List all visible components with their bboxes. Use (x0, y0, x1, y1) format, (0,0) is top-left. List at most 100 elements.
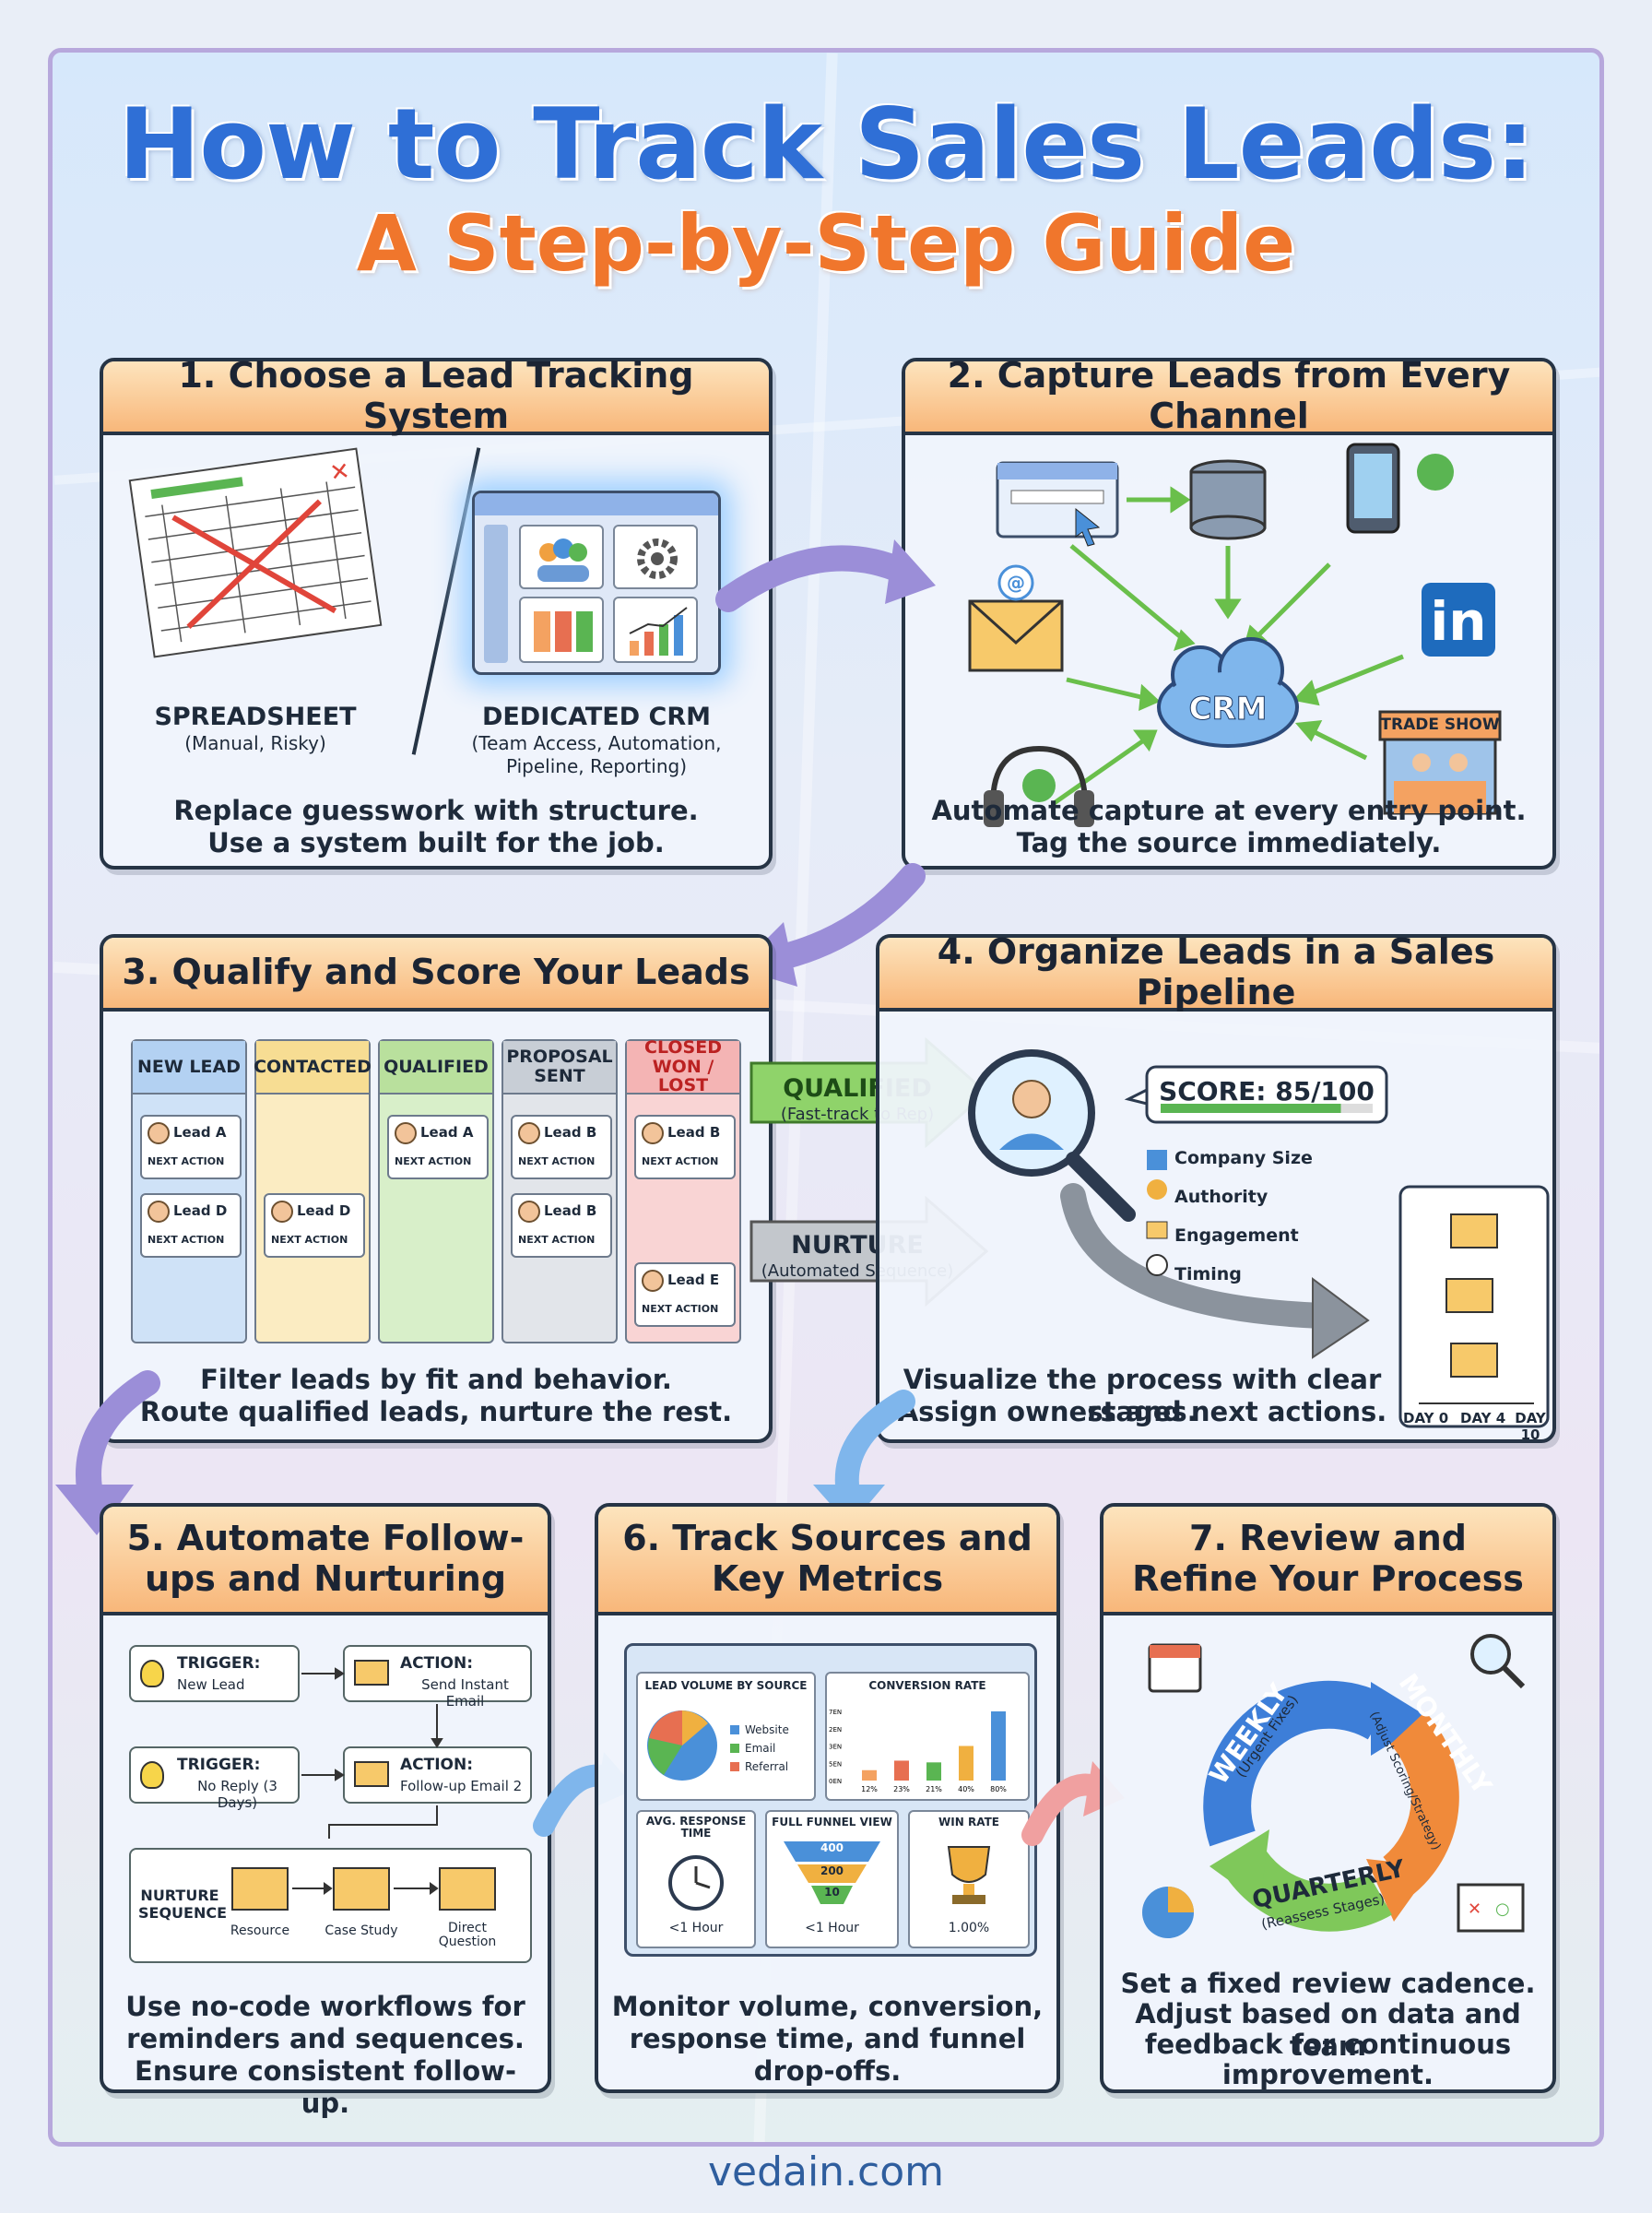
step1-card: 1. Choose a Lead Tracking System ✕ SPREA… (100, 355, 773, 870)
day-4: DAY 4 (1460, 1410, 1506, 1426)
conv-bar (991, 1711, 1006, 1781)
lead-volume-title: LEAD VOLUME BY SOURCE (644, 1679, 808, 1692)
cloud-crm-icon (1157, 637, 1299, 748)
workflow-connectors (301, 1667, 443, 1839)
conv-y-tick: 7EN (829, 1709, 842, 1716)
strategy-board-icon: ✕○ (1457, 1883, 1525, 1933)
criteria-timing: Timing (1174, 1264, 1242, 1284)
crm-sublabel: (Team Access, Automation, Pipeline, Repo… (471, 732, 722, 777)
step1-caption-2: Use a system built for the job. (207, 827, 665, 858)
step7-caption-1: Set a fixed review cadence. (1120, 1968, 1536, 1999)
conv-y-tick: 0EN (829, 1778, 842, 1785)
step4-caption-1: Visualize the process with clear stages. (903, 1364, 1382, 1427)
step6-card: 6. Track Sources and Key Metrics LEAD VO… (595, 1503, 1060, 2093)
column-header: CLOSED WON / LOST (627, 1037, 739, 1095)
svg-text:@: @ (1007, 572, 1025, 594)
conv-bar (926, 1762, 941, 1781)
step4-card: 4. Organize Leads in a Sales Pipeline SC… (876, 931, 1556, 1443)
day-10: DAY 10 (1515, 1410, 1546, 1443)
clock-icon (668, 1855, 724, 1911)
search-icon (1470, 1634, 1526, 1689)
score-diagram (968, 1049, 1550, 1428)
action-follow-up[interactable]: ACTION: Follow-up Email 2 (343, 1746, 532, 1804)
step2-header: 2. Capture Leads from Every Channel (905, 355, 1552, 436)
crm-label: DEDICATED CRM (481, 703, 712, 731)
gear-icon (613, 525, 698, 589)
step5-caption-1: Use no-code workflows for (125, 1991, 525, 2022)
action-instant-email[interactable]: ACTION: Send Instant Email (343, 1645, 532, 1710)
pie-icon (1142, 1887, 1194, 1938)
flow-arrow-3-5 (55, 1370, 160, 1535)
calendar-icon (1148, 1643, 1202, 1693)
trigger-no-reply[interactable]: TRIGGER: No Reply (3 Days) (129, 1746, 300, 1811)
step6-caption-1: Monitor volume, conversion, (611, 1991, 1044, 2022)
step7-header: 7. Review and Refine Your Process (1103, 1507, 1552, 1615)
step5-header: 5. Automate Follow-ups and Nurturing (103, 1507, 548, 1615)
footer-url[interactable]: vedain.com (707, 2148, 945, 2195)
step7-card: 7. Review and Refine Your Process ✕○ WEE… (1100, 1503, 1556, 2093)
step3-caption-1: Filter leads by fit and behavior. (200, 1364, 672, 1395)
conv-x-tick: 21% (926, 1785, 942, 1793)
svg-text:○: ○ (1495, 1899, 1510, 1919)
conversion-title: CONVERSION RATE (868, 1679, 986, 1692)
spreadsheet-icon: ✕ (145, 457, 372, 643)
step4-header: 4. Organize Leads in a Sales Pipeline (879, 931, 1552, 1012)
svg-text:✕: ✕ (1468, 1899, 1481, 1919)
review-cycle: ✕○ (1142, 1634, 1526, 1938)
users-icon (519, 525, 604, 589)
step6-caption-2: response time, and funnel (629, 2023, 1026, 2054)
step6-header: 6. Track Sources and Key Metrics (598, 1507, 1056, 1615)
funnel-icon (784, 1841, 880, 1904)
step7-caption-2: Adjust based on data and team (1135, 1998, 1521, 2062)
conv-y-tick: 5EN (829, 1760, 842, 1768)
step3-header: 3. Qualify and Score Your Leads (103, 938, 769, 1012)
column-header: CONTACTED (254, 1041, 372, 1095)
envelope-icon (354, 1761, 389, 1787)
step5-caption-2: reminders and sequences. (126, 2023, 525, 2054)
step1-caption-1: Replace guesswork with structure. (173, 795, 699, 826)
chart-icon (613, 597, 698, 663)
step2-caption-2: Tag the source immediately. (1016, 827, 1442, 858)
spreadsheet-illustration: ✕ (128, 447, 383, 658)
spreadsheet-sublabel: (Manual, Risky) (184, 732, 326, 754)
envelope-icon (354, 1660, 389, 1686)
criteria-engagement: Engagement (1174, 1225, 1299, 1246)
conv-x-tick: 80% (990, 1785, 1007, 1793)
crm-window-illustration (472, 491, 721, 675)
step6-caption-3: drop-offs. (753, 2055, 902, 2087)
criteria-authority: Authority (1174, 1187, 1268, 1207)
column-header: PROPOSAL SENT (503, 1041, 616, 1095)
lightbulb-icon (140, 1660, 164, 1687)
conv-x-tick: 12% (861, 1785, 878, 1793)
step4-caption-2: Assign owners and next actions. (897, 1396, 1387, 1427)
conv-x-tick: 23% (893, 1785, 910, 1793)
column-header: QUALIFIED (380, 1041, 492, 1095)
score-text: SCORE: 85/100 (1159, 1076, 1375, 1106)
linkedin-text: in (1430, 590, 1486, 653)
trigger-new-lead[interactable]: TRIGGER: New Lead (129, 1645, 300, 1702)
channels-diagram: @ CRM in (968, 443, 1502, 827)
linkedin-icon: in (1422, 583, 1495, 657)
conv-x-tick: 40% (958, 1785, 974, 1793)
step3-caption-2: Route qualified leads, nurture the rest. (139, 1396, 733, 1427)
svg-text:✕: ✕ (328, 457, 352, 488)
page-title: How to Track Sales Leads: (118, 88, 1535, 201)
column-header: NEW LEAD (133, 1041, 245, 1095)
phone-icon (1346, 443, 1454, 534)
step3-card: 3. Qualify and Score Your Leads NEW LEAD… (100, 934, 773, 1443)
kanban-icon (519, 597, 604, 663)
step7-caption-3: feedback for continuous (1144, 2029, 1512, 2060)
step2-card: 2. Capture Leads from Every Channel @ CR… (902, 355, 1556, 870)
